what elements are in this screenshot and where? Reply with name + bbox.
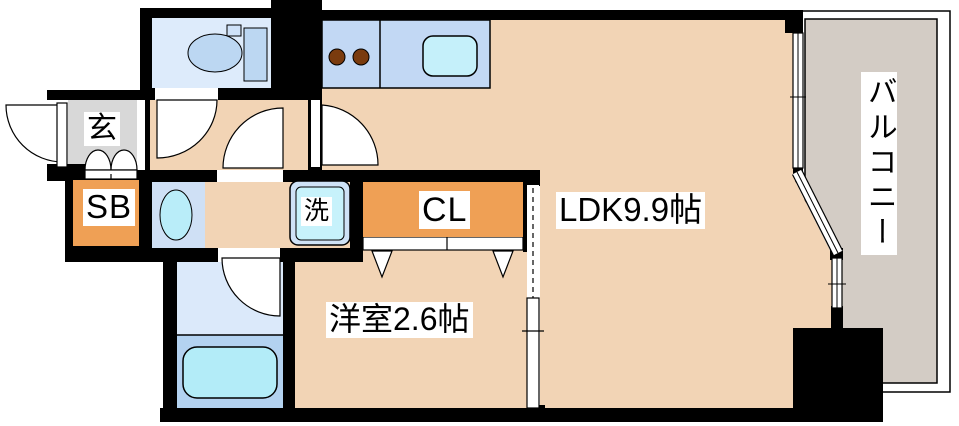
shoe-box-label: SB bbox=[83, 189, 136, 226]
closet-label: CL bbox=[419, 191, 471, 230]
door-openings bbox=[155, 88, 320, 262]
entrance-door-leaf bbox=[56, 102, 68, 168]
toilet-door-arc bbox=[156, 99, 218, 159]
doors bbox=[5, 99, 379, 317]
washbasin-icon bbox=[159, 189, 193, 241]
toilet-icon bbox=[187, 24, 268, 82]
stove-burner-icon bbox=[328, 48, 346, 66]
window-sliding-upper bbox=[790, 32, 806, 169]
closet-fold-mark bbox=[492, 250, 514, 279]
ldk-door-arc bbox=[321, 104, 379, 166]
western-room-label: 洋室2.6帖 bbox=[326, 302, 473, 338]
bathroom-door-arc bbox=[221, 257, 281, 317]
genkan-label: 玄 bbox=[84, 112, 120, 146]
window-lower bbox=[828, 257, 846, 309]
bathtub-icon bbox=[182, 346, 278, 399]
window-diagonal bbox=[791, 169, 844, 256]
entrance-door-arc bbox=[5, 104, 64, 163]
balcony-label: バルコニー bbox=[861, 72, 897, 255]
kitchen-sink-icon bbox=[422, 35, 478, 77]
stove-burner-icon bbox=[352, 48, 370, 66]
sliding-door bbox=[522, 185, 544, 409]
closet-fold-mark bbox=[371, 250, 393, 279]
ldk-label: LDK9.9帖 bbox=[556, 192, 706, 229]
windows bbox=[790, 32, 846, 309]
washroom-door-arc bbox=[222, 107, 284, 169]
ldk-floor-bay bbox=[793, 177, 833, 330]
genkan-step bbox=[84, 149, 138, 180]
laundry-label: 洗 bbox=[301, 197, 333, 226]
kitchen-counter bbox=[321, 19, 491, 89]
